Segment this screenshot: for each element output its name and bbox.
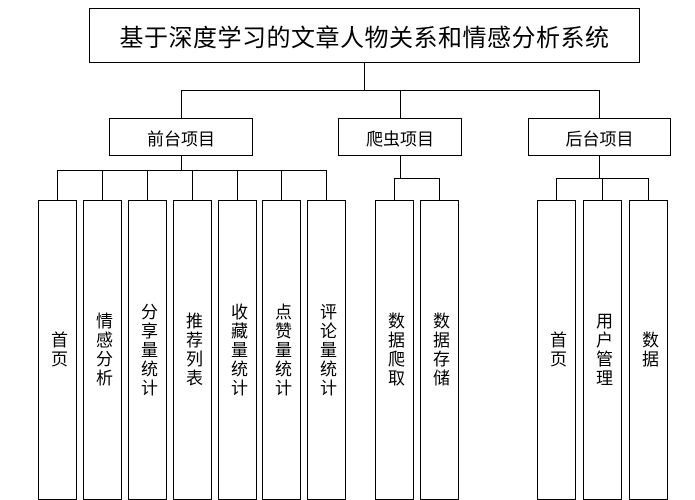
leaf-frontend-like-stats: 点赞量统计 [262,200,301,500]
leaf-label: 评论量统计 [316,302,336,398]
leaf-label: 分享量统计 [137,302,157,398]
leaf-backend-user-management: 用户管理 [583,200,622,500]
category-crawler-box: 爬虫项目 [338,118,462,156]
category-backend-label: 后台项目 [565,129,634,150]
leaf-label: 推荐列表 [182,312,202,388]
leaf-crawler-data-storage: 数据存储 [420,200,459,500]
leaf-label: 数据存储 [429,312,449,388]
leaf-frontend-recommend-list: 推荐列表 [173,200,212,500]
leaf-crawler-data-crawl: 数据爬取 [375,200,414,500]
leaf-frontend-comment-stats: 评论量统计 [307,200,346,500]
leaf-label: 数据爬取 [384,312,404,388]
system-title: 基于深度学习的文章人物关系和情感分析系统 [119,24,610,52]
category-frontend-box: 前台项目 [109,118,253,156]
category-frontend-label: 前台项目 [147,129,215,150]
leaf-label: 首页 [546,331,566,369]
leaf-label: 数据 [638,331,658,369]
category-crawler-label: 爬虫项目 [366,129,434,150]
leaf-frontend-home: 首页 [38,200,77,500]
leaf-frontend-sentiment: 情感分析 [83,200,122,500]
leaf-frontend-favorite-stats: 收藏量统计 [218,200,257,500]
system-title-box: 基于深度学习的文章人物关系和情感分析系统 [89,8,640,63]
category-backend-box: 后台项目 [528,118,671,156]
leaf-frontend-share-stats: 分享量统计 [128,200,167,500]
leaf-backend-data: 数据 [629,200,668,500]
leaf-label: 用户管理 [592,312,612,388]
leaf-label: 收藏量统计 [227,302,247,398]
leaf-label: 首页 [47,331,67,369]
leaf-label: 情感分析 [92,312,112,388]
leaf-backend-home: 首页 [537,200,576,500]
leaf-label: 点赞量统计 [271,302,291,398]
